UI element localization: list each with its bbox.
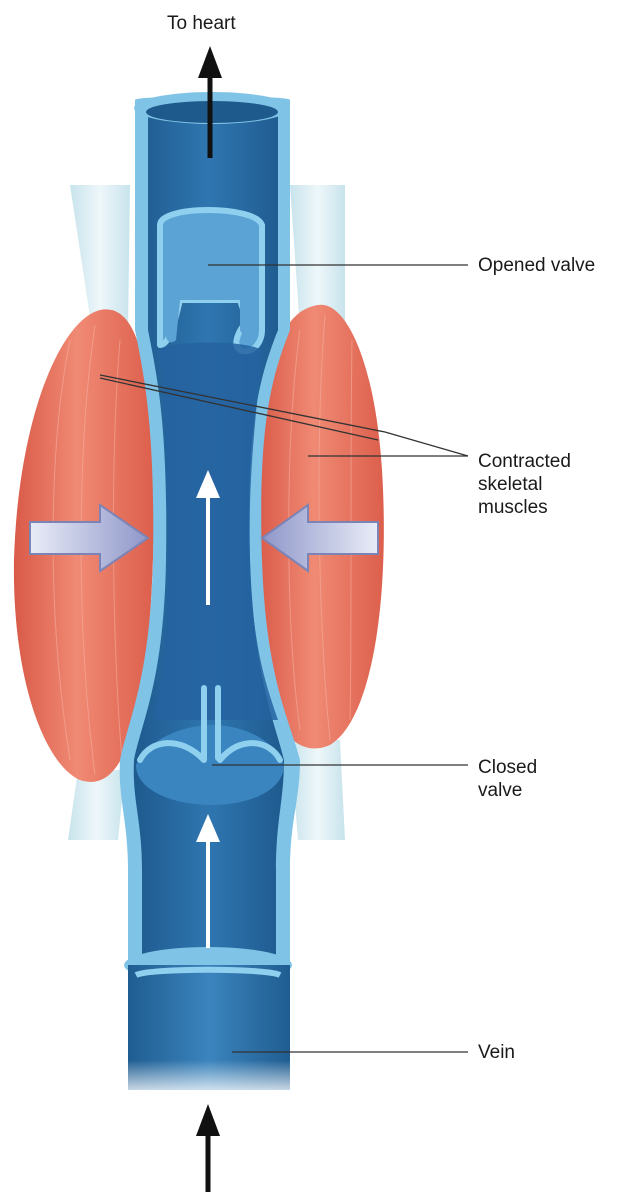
up-arrow-icon — [196, 1104, 220, 1192]
opened-valve-label: Opened valve — [478, 254, 595, 277]
vein-label: Vein — [478, 1041, 515, 1064]
contracted-label-line-2: skeletal — [478, 473, 628, 496]
closed-label-line-1: Closed — [478, 756, 598, 779]
contracted-skeletal-muscles-label: Contracted skeletal muscles — [478, 450, 628, 519]
closed-label-line-2: valve — [478, 779, 598, 802]
contracted-label-line-1: Contracted — [478, 450, 628, 473]
contracted-label-line-3: muscles — [478, 496, 628, 519]
left-upper-tendon — [70, 185, 130, 330]
to-heart-label: To heart — [167, 12, 236, 35]
closed-valve-label: Closed valve — [478, 756, 598, 802]
